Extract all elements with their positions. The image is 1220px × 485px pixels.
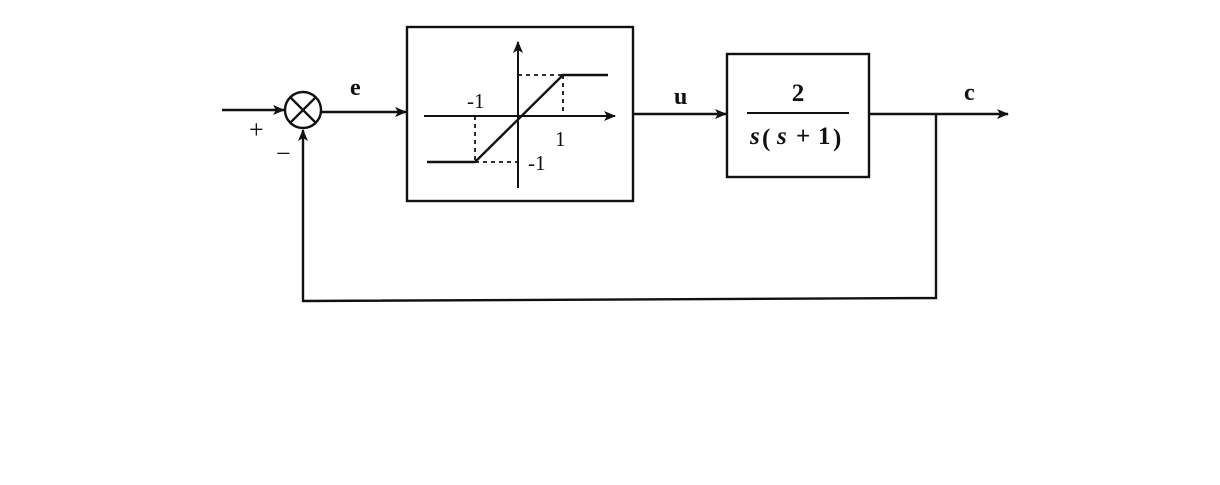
error-signal-label: e	[350, 75, 361, 101]
denominator-open-paren: (	[762, 125, 770, 152]
tick-label-neg-output: -1	[528, 151, 546, 175]
denominator-inner-s: s	[776, 123, 787, 150]
tick-label-pos-input: 1	[555, 127, 566, 151]
plant-denominator: s ( s + 1 )	[749, 123, 841, 152]
denominator-s: s	[749, 123, 760, 150]
control-signal-label: u	[674, 84, 687, 110]
minus-sign: −	[276, 139, 291, 168]
saturation-graph	[424, 41, 616, 188]
denominator-one: 1	[818, 123, 831, 150]
plus-sign: +	[249, 115, 264, 144]
denominator-close-paren: )	[833, 125, 841, 152]
output-signal-label: c	[964, 80, 975, 106]
denominator-plus: +	[796, 123, 810, 150]
saturation-block	[405, 25, 635, 203]
saturation-curve	[427, 73, 608, 164]
feedback-path	[298, 114, 938, 303]
plant-numerator: 2	[792, 80, 805, 107]
summing-junction	[283, 90, 323, 130]
tick-label-neg-input: -1	[467, 89, 485, 113]
plant-block	[725, 52, 871, 179]
